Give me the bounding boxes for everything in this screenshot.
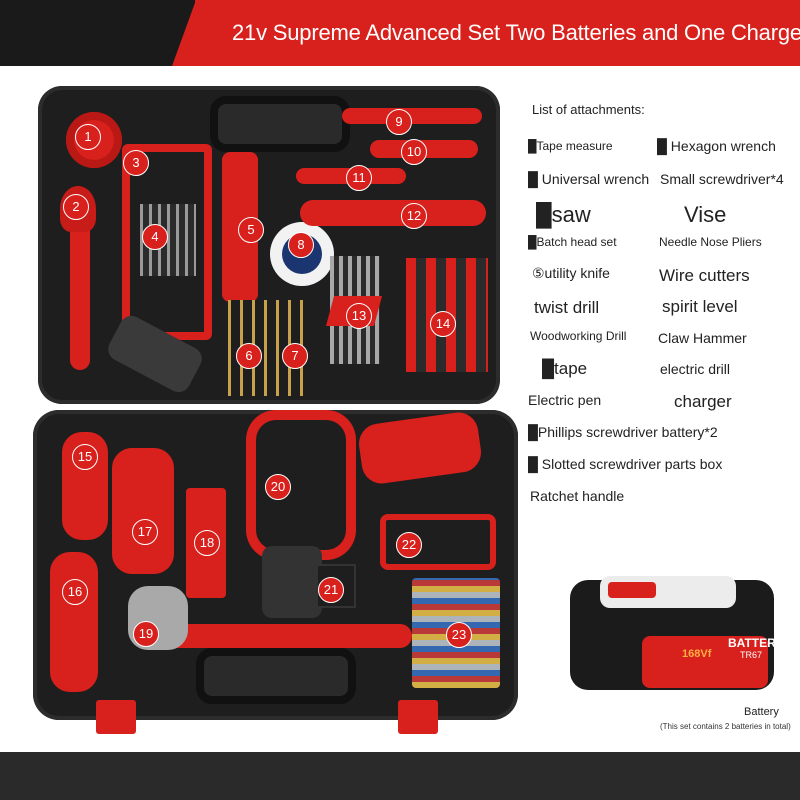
battery-voltage-label: 168Vf <box>682 648 712 660</box>
header-banner: 21v Supreme Advanced Set Two Batteries a… <box>0 0 800 66</box>
callout-4: 4 <box>142 224 168 250</box>
header-red-band <box>195 0 800 66</box>
callout-5: 5 <box>238 217 264 243</box>
list-item-right-8: electric drill <box>660 361 731 377</box>
battery-release-button <box>608 582 656 598</box>
callout-11: 11 <box>346 165 372 191</box>
callout-2: 2 <box>63 194 89 220</box>
callout-22: 22 <box>396 532 422 558</box>
universal-wrench-handle <box>70 220 90 370</box>
list-item-right-2: Small screwdriver*4 <box>660 171 784 187</box>
battery-label-panel <box>642 636 768 688</box>
callout-10: 10 <box>401 139 427 165</box>
case-handle-bottom <box>196 648 356 704</box>
ratchet-handle <box>300 200 486 226</box>
callout-13: 13 <box>346 303 372 329</box>
list-item-right-6: spirit level <box>662 297 738 316</box>
callout-6: 6 <box>236 343 262 369</box>
list-item-left-4: █Batch head set <box>528 235 617 249</box>
callout-18: 18 <box>194 530 220 556</box>
list-item-left-2: █ Universal wrench <box>528 171 650 187</box>
electric-pen <box>342 108 482 124</box>
case-handle <box>210 96 350 152</box>
header-red-edge <box>172 0 196 66</box>
battery-note: (This set contains 2 batteries in total) <box>660 722 791 731</box>
list-item-left-1: █Tape measure <box>528 139 613 153</box>
callout-15: 15 <box>72 444 98 470</box>
callout-17: 17 <box>132 519 158 545</box>
callout-19: 19 <box>133 621 159 647</box>
callout-1: 1 <box>75 124 101 150</box>
list-item-left-3: █saw <box>536 202 591 227</box>
needle-nose-pliers <box>50 552 98 692</box>
list-item-right-9: charger <box>674 392 732 411</box>
list-item-left-9: Electric pen <box>528 392 602 408</box>
callout-23: 23 <box>446 622 472 648</box>
callout-7: 7 <box>282 343 308 369</box>
callout-16: 16 <box>62 579 88 605</box>
wire-cutters <box>112 448 174 574</box>
list-item-right-5: Wire cutters <box>659 266 750 285</box>
list-item-right-7: Claw Hammer <box>658 330 747 346</box>
list-item-left-6: twist drill <box>534 298 600 317</box>
callout-8: 8 <box>288 232 314 258</box>
callout-20: 20 <box>265 474 291 500</box>
battery-caption: Battery <box>744 706 779 718</box>
list-item-left-10: █Phillips screwdriver battery*2 <box>528 424 718 440</box>
footer-band <box>0 752 800 800</box>
list-item-left-8: █tape <box>542 359 588 378</box>
callout-12: 12 <box>401 203 427 229</box>
callout-3: 3 <box>123 150 149 176</box>
list-item-right-3: Vise <box>684 202 727 227</box>
callout-14: 14 <box>430 311 456 337</box>
list-item-left-5: ⑤utility knife <box>532 265 610 281</box>
list-item-right-1: █ Hexagon wrench <box>657 138 776 154</box>
list-item-left-12: Ratchet handle <box>530 488 625 504</box>
electric-drill-chuck <box>262 546 322 618</box>
case-latch-left <box>96 700 136 734</box>
callout-9: 9 <box>386 109 412 135</box>
callout-21: 21 <box>318 577 344 603</box>
list-title: List of attachments: <box>532 102 645 117</box>
list-item-left-11: █ Slotted screwdriver parts box <box>528 456 723 472</box>
claw-hammer-handle <box>150 624 412 648</box>
list-item-right-4: Needle Nose Pliers <box>659 235 762 249</box>
page-title: 21v Supreme Advanced Set Two Batteries a… <box>232 20 800 45</box>
electric-drill-body <box>246 410 356 560</box>
battery-model-label: TR67 <box>740 650 763 660</box>
list-item-left-7: Woodworking Drill <box>530 329 627 343</box>
case-latch-right <box>398 700 438 734</box>
battery-brand-label: BATTERY <box>728 636 784 650</box>
